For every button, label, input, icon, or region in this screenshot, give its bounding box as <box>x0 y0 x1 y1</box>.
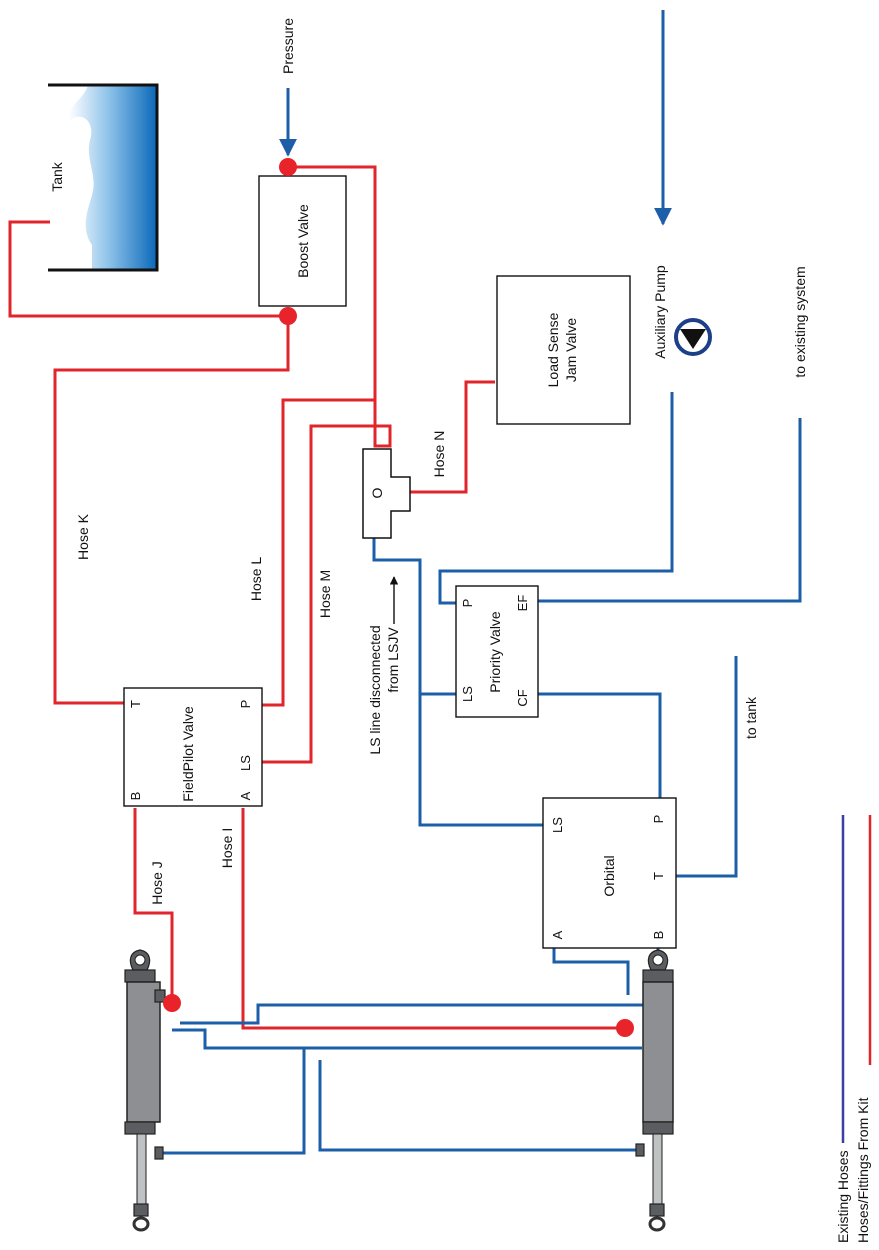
hose-k-label: Hose K <box>75 513 91 560</box>
orbital-port-b: B <box>651 931 666 940</box>
orbital-a-line <box>552 948 630 995</box>
priority-cf-to-orbital-p-line <box>538 692 662 798</box>
orbital-title: Orbital <box>601 855 617 896</box>
priority-port-ls: LS <box>460 686 475 702</box>
hose-i <box>241 808 625 1030</box>
kit-hoses <box>8 165 625 1030</box>
fieldpilot-port-p: P <box>238 700 253 709</box>
priority-port-cf: CF <box>515 689 530 706</box>
hose-l-label: Hose L <box>248 557 264 602</box>
cylinder-left-fitting <box>163 994 181 1012</box>
hose-m-label: Hose M <box>317 570 333 618</box>
fieldpilot-port-ls: LS <box>238 755 253 771</box>
ls-disconnected-line1: LS line disconnected <box>367 625 383 754</box>
priority-title: Priority Valve <box>487 611 503 693</box>
hose-j <box>133 808 174 1000</box>
orifice-label: O <box>369 487 385 498</box>
fieldpilot-port-b: B <box>128 792 143 801</box>
orbital-port-t: T <box>651 872 666 880</box>
hose-m <box>262 400 392 764</box>
existing-hoses <box>160 10 802 1155</box>
orifice-to-priority-ls-line <box>372 538 456 696</box>
orbital-port-p: P <box>651 815 666 824</box>
hose-n-label: Hose N <box>431 431 447 478</box>
hydraulic-cylinder-left <box>124 949 166 1232</box>
auxiliary-pump-icon <box>674 318 712 356</box>
tank-water <box>68 85 157 270</box>
orifice-fitting <box>362 448 411 539</box>
boost-valve-pressure-fitting <box>279 158 297 176</box>
cylinder1-rod-side-line <box>160 1046 642 1155</box>
priority-port-p: P <box>460 599 475 608</box>
to-existing-system-label: to existing system <box>792 266 808 377</box>
fieldpilot-valve-box <box>123 687 263 807</box>
orbital-box <box>542 797 677 949</box>
load-sense-label-line2: Jam Valve <box>563 318 579 383</box>
to-tank-label: to tank <box>743 696 759 739</box>
fieldpilot-port-t: T <box>128 700 143 708</box>
pump-to-priority-p-line <box>438 392 674 605</box>
orbital-port-a: A <box>550 930 565 939</box>
pressure-label: Pressure <box>280 18 296 74</box>
hose-j-label: Hose J <box>149 861 165 905</box>
hose-k <box>53 316 290 705</box>
hose-i-label: Hose I <box>219 828 235 868</box>
boost-valve-tank-fitting <box>279 307 297 325</box>
fieldpilot-port-a: A <box>238 791 253 800</box>
load-sense-label-line1: Load Sense <box>545 312 561 387</box>
load-sense-jam-valve-box <box>496 275 631 425</box>
boost-valve-box <box>258 175 347 307</box>
cylinder-right-fitting <box>616 1019 634 1037</box>
orbital-b-line <box>180 948 660 1025</box>
hose-l <box>262 165 377 707</box>
hose-n <box>410 380 495 494</box>
priority-port-ef: EF <box>515 595 530 612</box>
tank-walls <box>48 83 159 272</box>
orbital-t-to-tank-line <box>676 656 738 878</box>
tank-label: Tank <box>49 161 65 192</box>
tank-return-hose <box>8 220 288 318</box>
legend: Existing Hoses Hoses/Fittings From Kit <box>835 815 872 1243</box>
orbital-port-ls: LS <box>550 817 565 833</box>
priority-ef-line <box>538 418 802 603</box>
ls-disconnected-line2: from LSJV <box>385 627 401 693</box>
tank <box>48 83 159 272</box>
fieldpilot-title: FieldPilot Valve <box>180 706 196 802</box>
boost-valve-label: Boost Valve <box>295 204 311 278</box>
cylinder2-barrel-line <box>318 1060 640 1152</box>
priority-valve-box <box>455 585 539 718</box>
priority-ls-to-orbital-ls-line <box>418 694 543 827</box>
auxiliary-pump-label: Auxiliary Pump <box>652 265 668 359</box>
legend-existing-label: Existing Hoses <box>835 1150 851 1243</box>
legend-kit-label: Hoses/Fittings From Kit <box>855 1097 871 1243</box>
cylinder2-rod-side-line <box>172 1028 320 1050</box>
hydraulic-cylinder-right <box>635 949 674 1232</box>
